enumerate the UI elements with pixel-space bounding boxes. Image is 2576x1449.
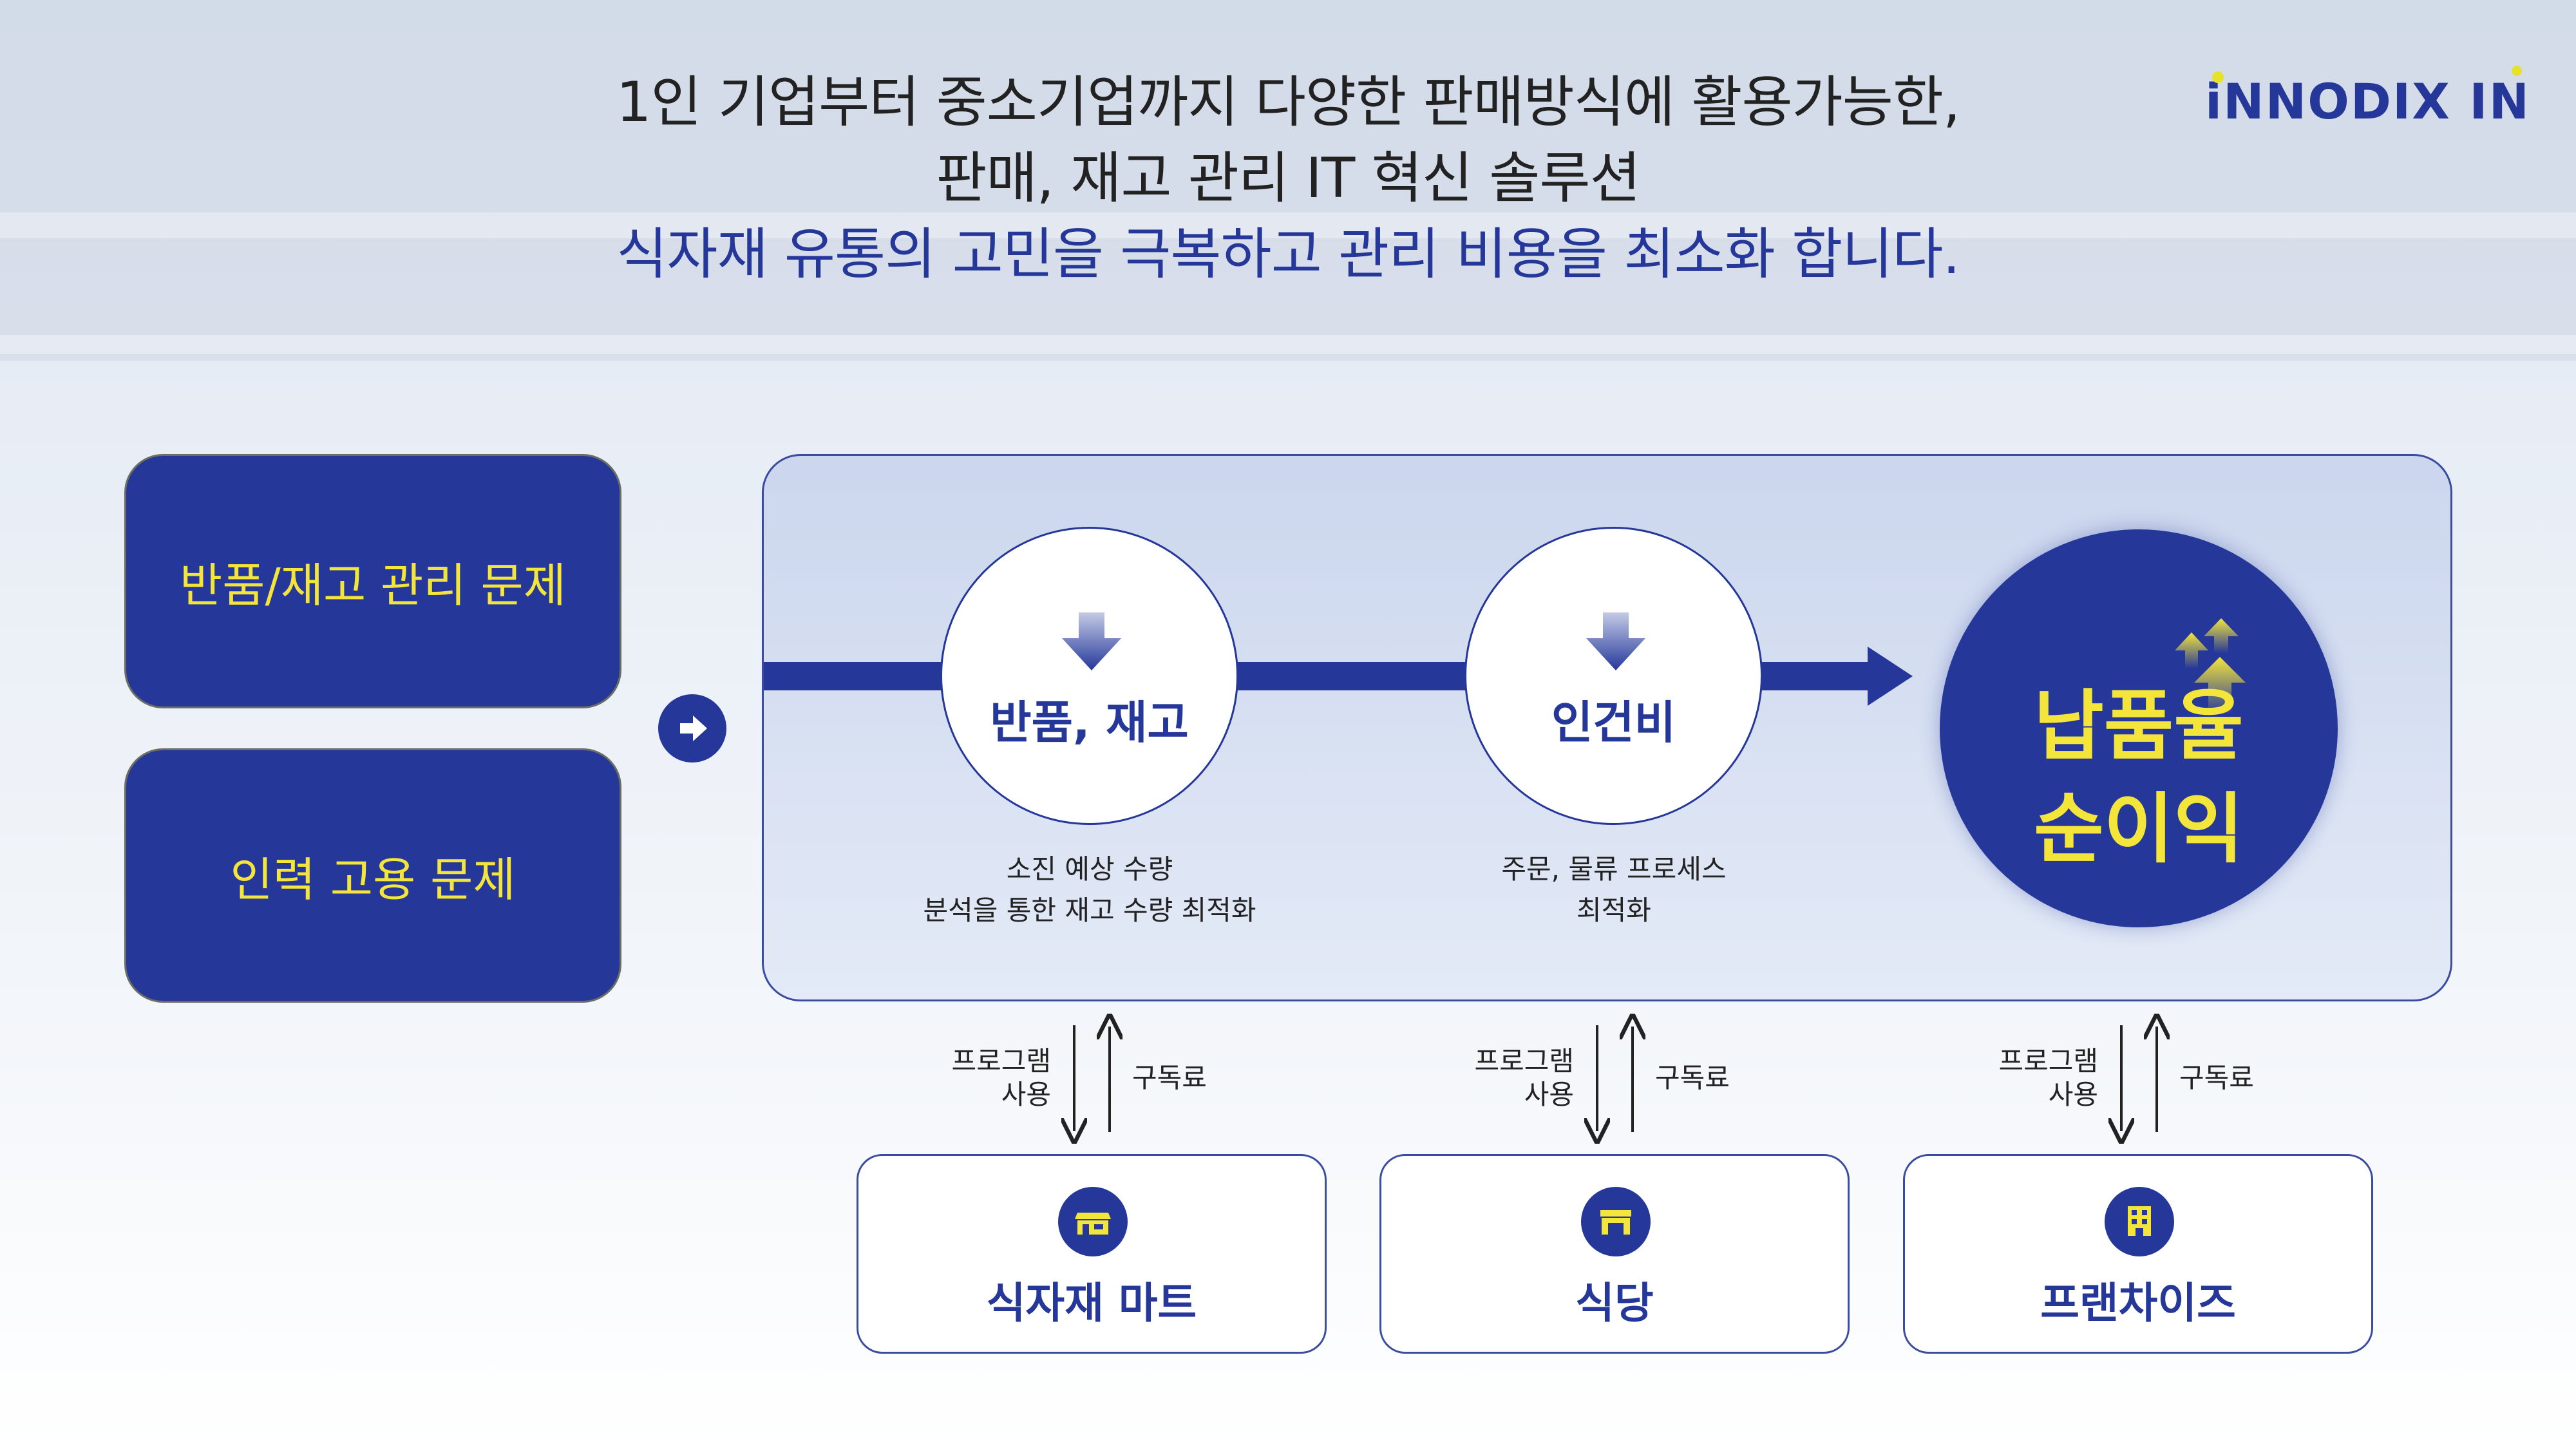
arrow-down-icon bbox=[1586, 612, 1645, 670]
background-shelf-highlight bbox=[0, 335, 2576, 354]
program-use-label: 프로그램 사용 bbox=[1474, 1045, 1574, 1110]
problem-box-returns-inventory: 반품/재고 관리 문제 bbox=[124, 454, 621, 708]
flow-arrowhead-icon bbox=[1868, 647, 1913, 706]
flow-node-label: 인건비 bbox=[1551, 696, 1676, 749]
program-use-label: 프로그램 사용 bbox=[951, 1045, 1051, 1110]
flow-node-label: 반품, 재고 bbox=[990, 696, 1189, 749]
problem-label: 반품/재고 관리 문제 bbox=[180, 558, 566, 612]
flow-bar bbox=[1761, 662, 1871, 690]
arrow-up-icon bbox=[2175, 618, 2246, 715]
background-shelf-shadow bbox=[0, 0, 2576, 361]
subscription-fee-label: 구독료 bbox=[1132, 1062, 1207, 1094]
subscription-fee-label: 구독료 bbox=[2179, 1062, 2254, 1094]
flow-node-returns-inventory: 반품, 재고 bbox=[940, 527, 1238, 825]
result-circle: 납품율 순이익 bbox=[1940, 529, 2338, 927]
svg-text:iNNODIX INC: iNNODIX INC bbox=[2205, 73, 2524, 130]
customer-grocery-mart: 식자재 마트 bbox=[857, 1154, 1327, 1354]
headline-line-2: 판매, 재고 관리 IT 혁신 솔루션 bbox=[936, 146, 1640, 211]
arrow-right-circle-icon bbox=[658, 694, 726, 762]
result-line-2: 순이익 bbox=[2034, 784, 2244, 873]
customer-restaurant: 식당 bbox=[1379, 1154, 1850, 1354]
subscription-fee-label: 구독료 bbox=[1655, 1062, 1730, 1094]
background-shelf-highlight bbox=[0, 213, 2576, 238]
result-line-1: 납품율 bbox=[2034, 681, 2244, 770]
description-line: 주문, 물류 프로세스 bbox=[1501, 853, 1727, 885]
description-line: 소진 예상 수량 bbox=[1006, 853, 1173, 885]
restaurant-icon bbox=[1581, 1187, 1651, 1256]
innodix-logo: iNNODIX INC bbox=[2205, 66, 2524, 130]
arrow-down-icon bbox=[1062, 612, 1121, 670]
flow-bar bbox=[1236, 662, 1468, 690]
customer-name: 식자재 마트 bbox=[986, 1278, 1197, 1328]
program-use-label: 프로그램 사용 bbox=[1998, 1045, 2098, 1110]
customer-name: 프랜차이즈 bbox=[2040, 1278, 2236, 1328]
customer-name: 식당 bbox=[1575, 1278, 1654, 1328]
headline-line-3: 식자재 유통의 고민을 극복하고 관리 비용을 최소화 합니다. bbox=[616, 222, 1960, 287]
description-line: 최적화 bbox=[1577, 895, 1651, 926]
building-icon bbox=[2105, 1187, 2174, 1256]
problem-label: 인력 고용 문제 bbox=[230, 853, 516, 907]
customer-franchise: 프랜차이즈 bbox=[1903, 1154, 2373, 1354]
description-line: 분석을 통한 재고 수량 최적화 bbox=[923, 895, 1256, 926]
flow-node-description: 주문, 물류 프로세스 최적화 bbox=[1356, 849, 1871, 931]
problem-box-staffing: 인력 고용 문제 bbox=[124, 748, 621, 1003]
flow-bar bbox=[764, 662, 944, 690]
flow-node-labor-cost: 인건비 bbox=[1464, 527, 1763, 825]
flow-node-description: 소진 예상 수량 분석을 통한 재고 수량 최적화 bbox=[832, 849, 1347, 931]
store-icon bbox=[1058, 1187, 1128, 1256]
headline-line-1: 1인 기업부터 중소기업까지 다양한 판매방식에 활용가능한, bbox=[616, 70, 1961, 135]
headline: 1인 기업부터 중소기업까지 다양한 판매방식에 활용가능한, 판매, 재고 관… bbox=[0, 64, 2576, 292]
